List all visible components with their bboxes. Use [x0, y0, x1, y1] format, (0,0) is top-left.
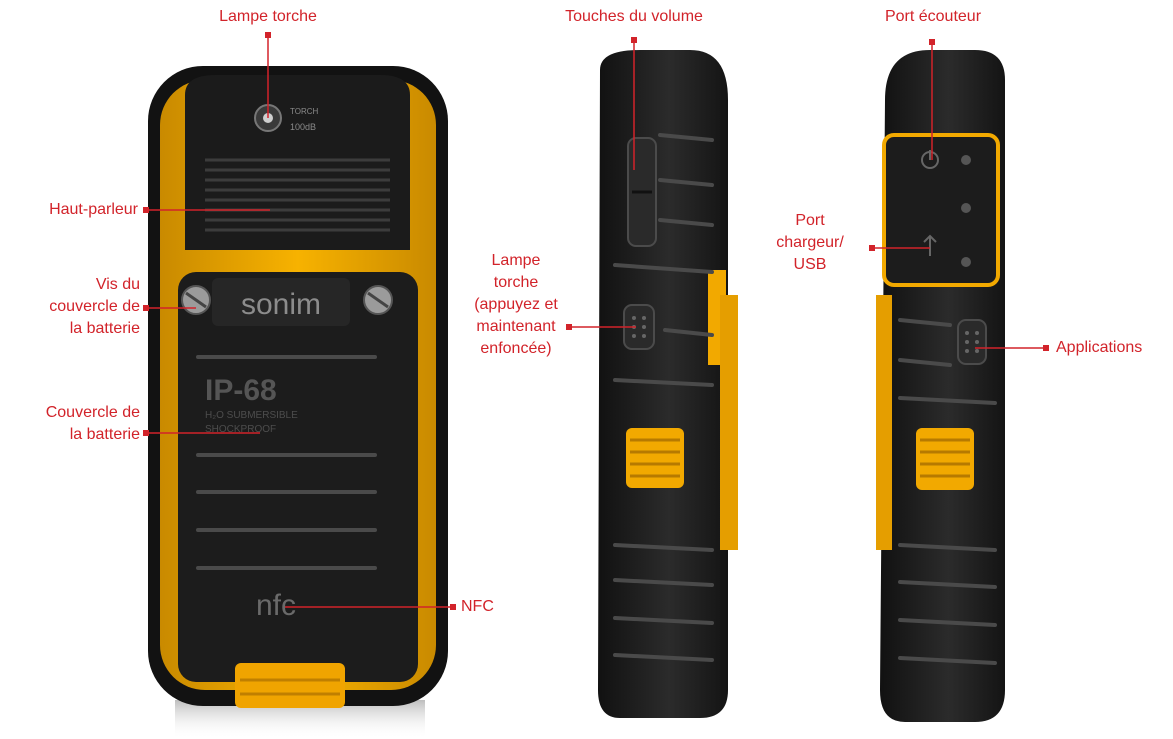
callout-battery-cover-line1: Couvercle de — [45, 404, 140, 421]
callout-cover-screws-line2: couvercle de — [49, 298, 140, 315]
callout-charger-port: Port chargeur/ USB — [755, 210, 865, 276]
side2-yellow-strip — [876, 295, 892, 550]
callout-cover-screws-line3: la batterie — [69, 320, 140, 337]
callout-back-torch: Lampe torche — [219, 8, 317, 25]
callout-applications: Applications — [1056, 339, 1143, 356]
side2-grip — [916, 428, 974, 490]
side1-ribs — [613, 133, 714, 662]
callout-charger-port-line3: USB — [793, 256, 827, 273]
back-speaker-grill — [205, 158, 390, 232]
callout-cover-screws: Vis du couvercle de la batterie — [0, 274, 140, 340]
side2-ribs — [898, 318, 997, 665]
ip-rating-sub2: SHOCKPROOF — [205, 424, 276, 435]
ip-rating-sub1: H₂O SUBMERSIBLE — [205, 410, 298, 421]
callout-leaders — [143, 32, 1049, 610]
callout-side-torch-line2: torche — [493, 274, 539, 291]
torch-print-2: 100dB — [290, 122, 316, 132]
back-label-plate — [212, 278, 350, 326]
callout-side-torch-line3: (appuyez et — [474, 296, 558, 313]
phone-back-view: TORCH 100dB sonim IP-68 — [148, 66, 448, 739]
callout-side-torch-line1: Lampe — [491, 252, 541, 269]
callout-side-torch-line4: maintenant — [476, 318, 556, 335]
callout-cover-screws-line1: Vis du — [95, 276, 140, 293]
side1-grip — [626, 428, 684, 488]
applications-button — [957, 319, 987, 365]
callout-side-torch: Lampe torche (appuyez et maintenant enfo… — [466, 250, 566, 360]
callout-earphone-port: Port écouteur — [884, 8, 982, 25]
port-cover — [882, 133, 1000, 287]
ip-rating-print: IP-68 — [205, 374, 277, 407]
callout-nfc: NFC — [461, 598, 494, 615]
callout-side-torch-line5: enfoncée) — [480, 340, 552, 357]
back-top-cap — [185, 75, 410, 250]
brand-print: sonim — [241, 288, 321, 321]
callout-charger-port-line2: chargeur/ — [776, 234, 844, 251]
callout-battery-cover: Couvercle de la batterie — [0, 402, 140, 446]
callout-volume-keys: Touches du volume — [565, 8, 703, 25]
callout-battery-cover-line2: la batterie — [69, 426, 140, 443]
back-bottom-clip — [235, 663, 345, 708]
nfc-logo: nfc — [256, 589, 296, 622]
usb-port-icon — [923, 234, 937, 256]
phone-side-view-2 — [876, 50, 1005, 722]
phone-side-view-1 — [598, 50, 738, 718]
back-battery-cover — [178, 272, 418, 682]
back-cover-ribs — [196, 355, 377, 570]
callout-charger-port-line1: Port — [795, 212, 825, 229]
callout-speaker: Haut-parleur — [49, 201, 138, 218]
torch-print-1: TORCH — [290, 107, 319, 116]
